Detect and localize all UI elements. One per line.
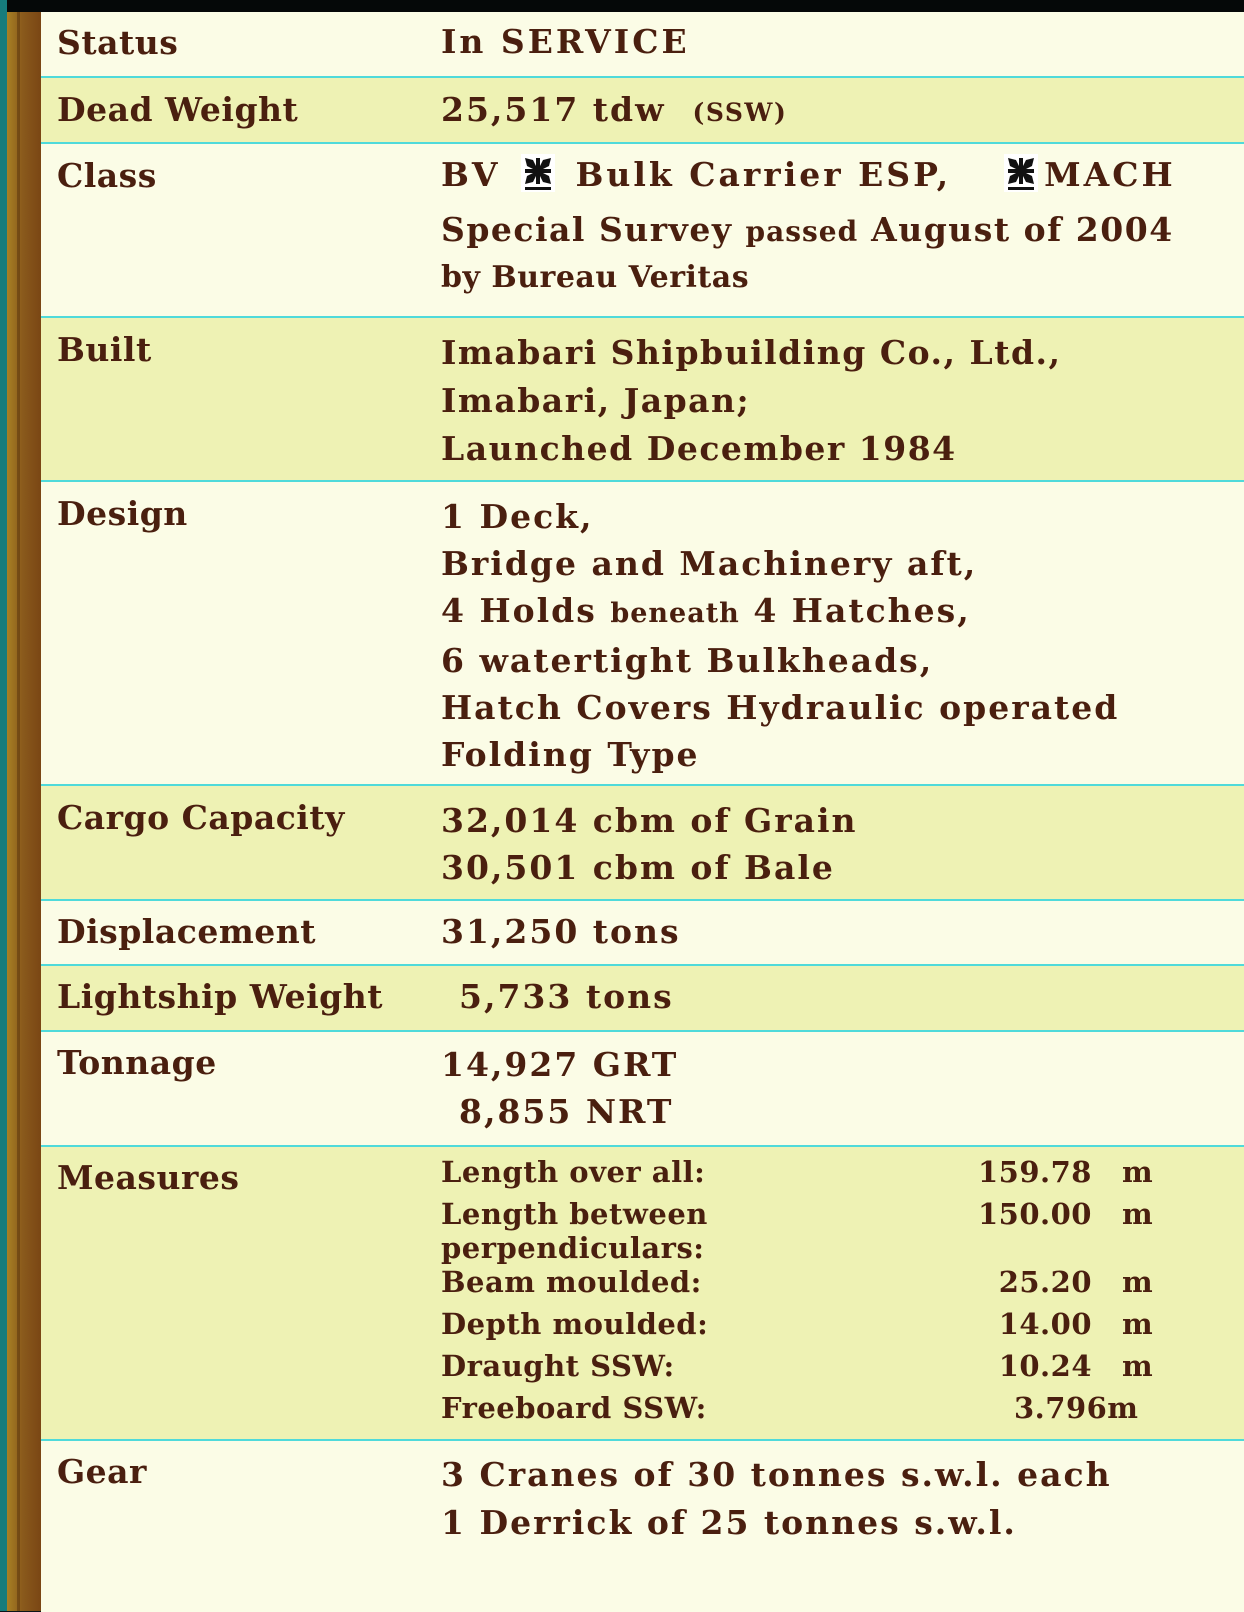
row-class: Class BV Bulk Carrier ESP,	[41, 143, 1244, 318]
row-status: Status In SERVICE	[41, 12, 1244, 78]
design-value: 1 Deck, Bridge and Machinery aft, 4 Hold…	[407, 481, 1244, 786]
class-value: BV Bulk Carrier ESP, MAC	[407, 143, 1244, 318]
dead-weight-number: 25,517 tdw	[441, 90, 666, 129]
measure-value: 150.00	[978, 1197, 1092, 1231]
row-gear: Gear 3 Cranes of 30 tonnes s.w.l. each 1…	[41, 1440, 1244, 1612]
measure-name: Freeboard SSW:	[441, 1391, 707, 1425]
lightship-weight-text: 5,733 tons	[459, 977, 674, 1016]
measure-row: Draught SSW: 10.24 m	[441, 1349, 1182, 1391]
cargo-capacity-label: Cargo Capacity	[41, 785, 407, 901]
built-line-1: Imabari Shipbuilding Co., Ltd.,	[441, 333, 1062, 372]
displacement-text: 31,250 tons	[441, 912, 681, 951]
measure-value: 25.20	[998, 1265, 1092, 1299]
measure-unit: m	[1122, 1155, 1154, 1189]
measure-unit: m	[1122, 1349, 1154, 1383]
measure-row: Length between perpendiculars: 150.00 m	[441, 1197, 1182, 1265]
displacement-value: 31,250 tons	[407, 900, 1244, 966]
status-value: In SERVICE	[407, 12, 1244, 78]
row-displacement: Displacement 31,250 tons	[41, 900, 1244, 966]
decorative-spine	[7, 12, 41, 1611]
class-passed: passed	[745, 215, 859, 248]
displacement-label: Displacement	[41, 900, 407, 966]
design-line-6: Folding Type	[441, 735, 700, 774]
tonnage-label: Tonnage	[41, 1031, 407, 1147]
built-value: Imabari Shipbuilding Co., Ltd., Imabari,…	[407, 317, 1244, 482]
measure-name: Draught SSW:	[441, 1349, 675, 1383]
measure-row: Beam moulded: 25.20 m	[441, 1265, 1182, 1307]
cargo-capacity-value: 32,014 cbm of Grain 30,501 cbm of Bale	[407, 785, 1244, 901]
ship-specification-table: Status In SERVICE Dead Weight 25,517 tdw…	[41, 12, 1244, 1612]
built-label: Built	[41, 317, 407, 482]
measure-name: Depth moulded:	[441, 1307, 709, 1341]
measure-name: Length over all:	[441, 1155, 706, 1189]
row-cargo-capacity: Cargo Capacity 32,014 cbm of Grain 30,50…	[41, 785, 1244, 901]
design-line-3: 4 Holds beneath 4 Hatches,	[441, 587, 1244, 637]
measure-unit: m	[1122, 1197, 1154, 1231]
status-text: In SERVICE	[441, 22, 690, 61]
row-lightship-weight: Lightship Weight 5,733 tons	[41, 965, 1244, 1032]
measure-unit: m	[1122, 1265, 1154, 1299]
design-hatches: 4 Hatches,	[753, 591, 971, 630]
lightship-weight-value: 5,733 tons	[407, 965, 1244, 1032]
class-special-survey: Special Survey	[441, 210, 733, 249]
measures-value: Length over all: 159.78 m Length between p…	[407, 1146, 1244, 1441]
design-holds: 4 Holds	[441, 591, 597, 630]
measure-row: Depth moulded: 14.00 m	[441, 1307, 1182, 1349]
cargo-grain: 32,014 cbm of Grain	[441, 801, 858, 840]
design-line-4: 6 watertight Bulkheads,	[441, 641, 934, 680]
row-tonnage: Tonnage 14,927 GRT 8,855 NRT	[41, 1031, 1244, 1147]
maltese-cross-icon	[1004, 154, 1039, 192]
measure-value: 3.796m	[1014, 1391, 1139, 1425]
class-label: Class	[41, 143, 407, 318]
dead-weight-label: Dead Weight	[41, 77, 407, 144]
class-mach: MACH	[1044, 155, 1176, 194]
dead-weight-note: (SSW)	[692, 98, 788, 127]
class-bv: BV	[441, 155, 501, 194]
tonnage-value: 14,927 GRT 8,855 NRT	[407, 1031, 1244, 1147]
measure-name: Length between perpendiculars:	[441, 1197, 708, 1265]
class-bulk-carrier: Bulk Carrier ESP,	[575, 155, 952, 194]
row-design: Design 1 Deck, Bridge and Machinery aft,…	[41, 481, 1244, 786]
row-measures: Measures Length over all: 159.78 m Length …	[41, 1146, 1244, 1441]
class-surveyor: by Bureau Veritas	[441, 260, 750, 295]
design-beneath: beneath	[610, 598, 740, 629]
row-built: Built Imabari Shipbuilding Co., Ltd., Im…	[41, 317, 1244, 482]
design-line-2: Bridge and Machinery aft,	[441, 544, 978, 583]
dead-weight-value: 25,517 tdw (SSW)	[407, 77, 1244, 144]
gear-cranes: 3 Cranes of 30 tonnes s.w.l. each	[441, 1455, 1112, 1494]
design-line-1: 1 Deck,	[441, 497, 594, 536]
tonnage-nrt: 8,855 NRT	[459, 1092, 674, 1131]
built-line-3: Launched December 1984	[441, 429, 957, 468]
top-bar	[0, 0, 1244, 12]
gear-derrick: 1 Derrick of 25 tonnes s.w.l.	[441, 1503, 1017, 1542]
measure-unit: m	[1122, 1307, 1154, 1341]
gear-value: 3 Cranes of 30 tonnes s.w.l. each 1 Derr…	[407, 1440, 1244, 1612]
design-label: Design	[41, 481, 407, 786]
status-label: Status	[41, 12, 407, 78]
cargo-bale: 30,501 cbm of Bale	[441, 848, 835, 887]
built-line-2: Imabari, Japan;	[441, 381, 751, 420]
maltese-cross-icon	[521, 154, 555, 192]
class-survey-date: August of 2004	[871, 210, 1174, 249]
measure-value: 14.00	[998, 1307, 1092, 1341]
left-edge	[0, 0, 7, 1611]
tonnage-grt: 14,927 GRT	[441, 1045, 679, 1084]
design-line-5: Hatch Covers Hydraulic operated	[441, 688, 1120, 727]
measures-label: Measures	[41, 1146, 407, 1441]
measure-row: Freeboard SSW: 3.796m	[441, 1391, 1182, 1433]
measure-row: Length over all: 159.78 m	[441, 1155, 1182, 1197]
row-dead-weight: Dead Weight 25,517 tdw (SSW)	[41, 77, 1244, 144]
lightship-weight-label: Lightship Weight	[41, 965, 407, 1032]
gear-label: Gear	[41, 1440, 407, 1612]
measure-value: 10.24	[998, 1349, 1092, 1383]
measure-value: 159.78	[978, 1155, 1092, 1189]
measure-name: Beam moulded:	[441, 1265, 702, 1299]
measures-table: Length over all: 159.78 m Length between p…	[441, 1155, 1182, 1433]
